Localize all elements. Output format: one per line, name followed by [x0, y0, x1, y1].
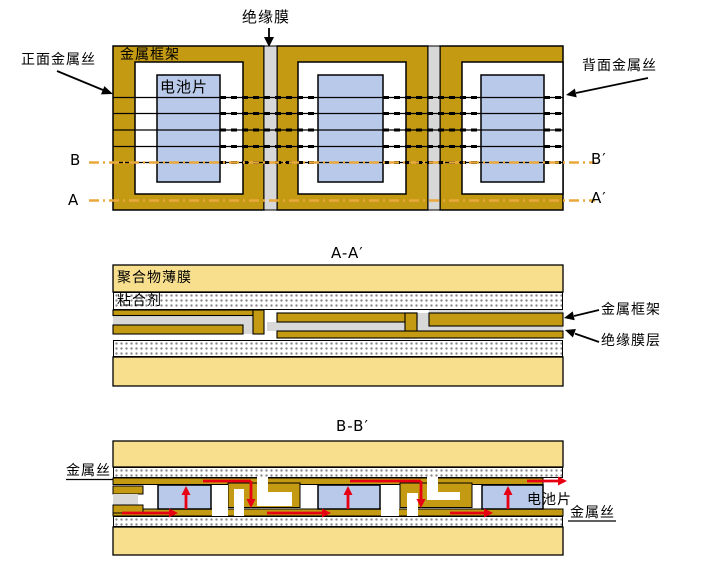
front-wire-arrowhead: [101, 86, 113, 95]
insulation-layer-arrow: [574, 332, 600, 343]
front-wire-rail-bb: [112, 477, 544, 485]
section-bb-title: B-B′: [336, 417, 369, 435]
current-path-arrows: [122, 476, 567, 518]
section-a-end-label: A′: [591, 189, 607, 207]
solar-cell-1-bb: [157, 484, 212, 510]
insulation-strip-1: [263, 45, 278, 211]
section-bb-view: [66, 440, 616, 556]
front-metal-wires: [113, 96, 563, 164]
insulation-slots-bb: [212, 477, 460, 516]
wire-label-left: 金属丝: [66, 463, 111, 479]
insulation-strip-2: [427, 45, 441, 211]
aa-annotation-arrows: [564, 309, 600, 343]
adhesive-label: 粘合剂: [117, 293, 162, 309]
solar-cell-2: [317, 74, 384, 183]
back-wire-rail-bb: [112, 508, 564, 517]
top-view-annotation-arrows: [56, 28, 649, 98]
metal-frame-pieces-aa: [112, 309, 564, 339]
polymer-film-bottom-bb: [112, 526, 564, 556]
back-wire-arrow: [575, 77, 649, 94]
insulation-stub-left: [113, 494, 138, 505]
insulation-layer-arrowhead: [565, 329, 576, 338]
metal-frame-arrow: [573, 309, 600, 317]
section-aa-view: [112, 264, 600, 387]
polymer-film-top-aa: [112, 264, 564, 293]
front-wire-arrow: [56, 70, 104, 91]
insulation-layer-label: 绝缘膜层: [601, 333, 661, 349]
metal-frame-label: 金属框架: [120, 47, 180, 63]
frame-stub-top-left: [112, 485, 144, 495]
polymer-film-top-bb: [112, 440, 564, 468]
section-a-start-label: A: [68, 191, 80, 209]
polymer-film-bottom-aa: [112, 356, 564, 387]
section-aa-title: A-A′: [331, 244, 364, 262]
solar-cell-1: [156, 74, 221, 183]
solar-cell-3-bb: [481, 484, 544, 510]
metal-frame-arrowhead: [564, 311, 575, 321]
back-wire-arrowhead: [566, 88, 577, 98]
adhesive-layer-top-aa: [113, 292, 563, 310]
solar-cell-3: [480, 74, 545, 183]
insulation-film-arrowhead: [264, 37, 274, 47]
back-wire-label: 背面金属丝: [582, 58, 657, 74]
polymer-film-label: 聚合物薄膜: [117, 270, 192, 286]
top-view: [56, 28, 649, 211]
wire-label-right: 金属丝: [570, 505, 615, 521]
insulation-film-label: 绝缘膜: [242, 8, 291, 26]
cell-label-top-view: 电池片: [160, 78, 209, 96]
front-wire-label: 正面金属丝: [21, 52, 96, 68]
metal-frame-label-aa: 金属框架: [601, 302, 661, 318]
cell-label-bb: 电池片: [527, 492, 572, 508]
section-b-start-label: B: [70, 151, 82, 169]
section-b-end-label: B′: [591, 150, 607, 168]
